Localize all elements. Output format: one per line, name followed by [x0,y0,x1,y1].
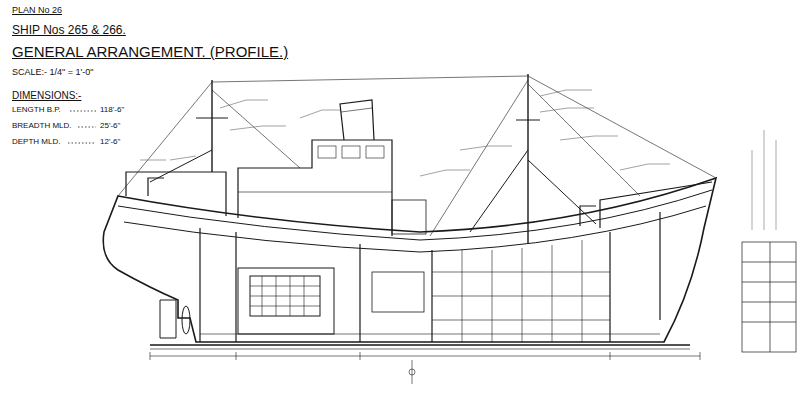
plan-number: PLAN No 26 [12,6,62,16]
dimension-name: BREADTH MLD. [12,122,72,131]
scale-note: SCALE:- 1/4" = 1'-0" [12,68,93,78]
dimension-value: 12'-6" [100,138,120,147]
drawing-title: GENERAL ARRANGEMENT. (PROFILE.) [12,44,288,61]
ship-numbers: SHIP Nos 265 & 266. [12,24,126,37]
dimension-name: DEPTH MLD. [12,138,60,147]
dimension-value: 25'-6" [100,122,120,131]
dimension-value: 118'-6" [100,106,124,115]
dimension-name: LENGTH B.P. [12,106,61,115]
dimensions-heading: DIMENSIONS:- [12,90,81,101]
